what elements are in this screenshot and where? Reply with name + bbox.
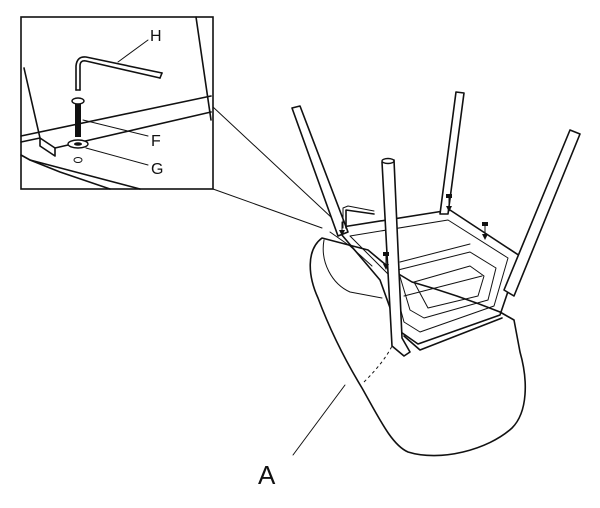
bolt-f-head: [71, 97, 85, 105]
leg-front-right: [503, 129, 581, 297]
callout-line: [212, 106, 333, 219]
washer-g-hole: [74, 142, 82, 146]
leg-back-right: [439, 91, 465, 215]
inset-frame-rail: [20, 95, 212, 137]
seat-frame-inner: [397, 251, 497, 319]
inset-frame-rail: [39, 137, 56, 157]
label-a: A: [258, 460, 276, 490]
bolt-marker: [482, 222, 488, 240]
leg-front-left-top: [381, 157, 395, 165]
seat-frame-slat: [403, 275, 483, 297]
leader-f: [82, 119, 149, 137]
seat-cushion-a: [309, 237, 527, 457]
seat-edge: [329, 231, 373, 267]
seat-seam: [363, 345, 393, 383]
bolt-marker: [446, 194, 452, 212]
leader-h: [117, 39, 149, 63]
bolt-marker: [383, 252, 389, 270]
chair-assembly: [291, 91, 581, 457]
hex-key-h: [75, 56, 163, 91]
inset-frame: [20, 16, 214, 190]
inset-frame-rail: [20, 111, 212, 149]
detail-inset: H F G: [20, 16, 214, 190]
label-h: H: [150, 28, 162, 45]
inset-frame-rail: [29, 159, 111, 190]
inset-hole: [73, 157, 83, 163]
leg-back-left: [291, 105, 349, 237]
inset-leg: [23, 67, 41, 139]
hex-key-h-in-place: [345, 209, 375, 229]
label-g: G: [151, 161, 163, 178]
bolt-marker: [339, 221, 345, 236]
leader-g: [85, 147, 149, 166]
seat-edge: [322, 239, 383, 299]
seat-frame-inner: [413, 265, 485, 309]
inset-leg: [195, 16, 212, 121]
seat-frame-front-rail: [403, 317, 503, 351]
leader-a: [292, 384, 346, 456]
bolt-f: [75, 102, 81, 137]
label-f: F: [151, 133, 161, 150]
seat-frame: [335, 209, 521, 345]
hex-key-h-in-place: [342, 205, 375, 229]
hex-key-h-tip: [159, 72, 163, 79]
hex-key-h: [79, 60, 161, 91]
seat-frame-slat: [399, 243, 471, 263]
callout-line: [212, 188, 323, 229]
